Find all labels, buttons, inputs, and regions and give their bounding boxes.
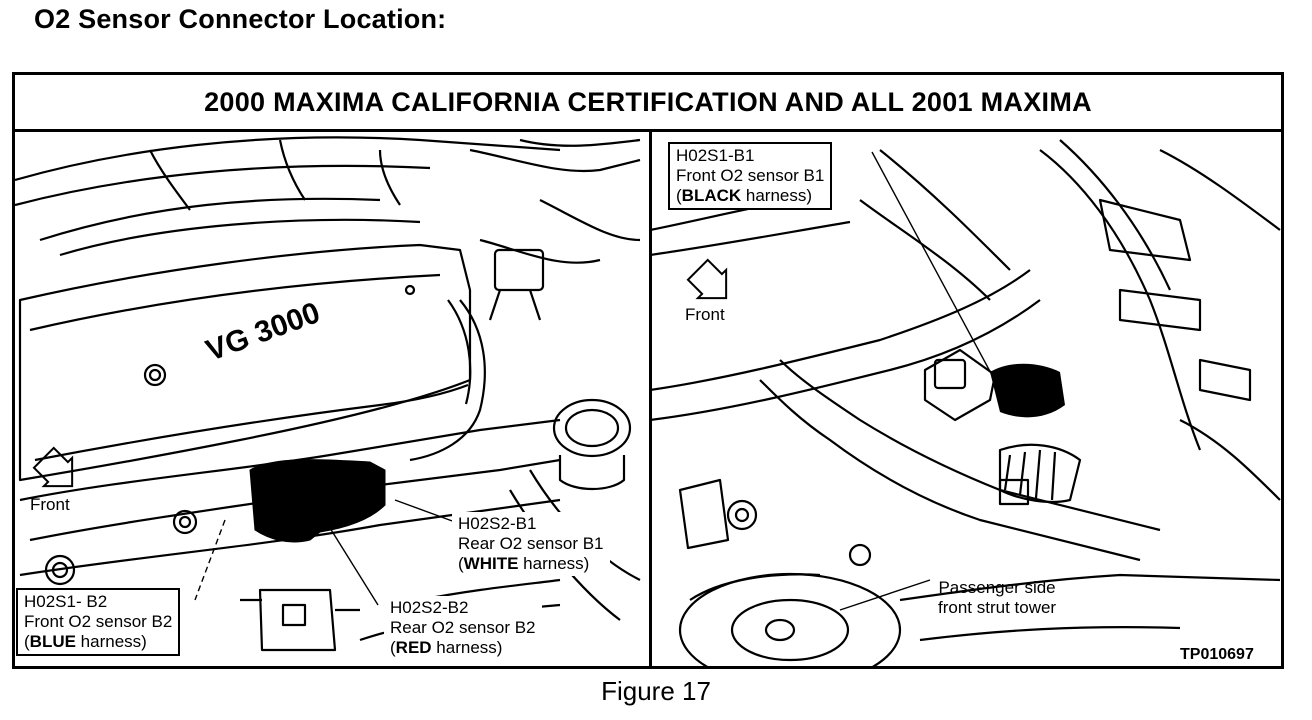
harness-suffix: harness) bbox=[431, 638, 503, 657]
reference-code: TP010697 bbox=[1180, 646, 1254, 663]
right-harness-connector bbox=[990, 363, 1065, 418]
harness-suffix: harness) bbox=[75, 632, 147, 651]
callout-h02s1-b1: H02S1-B1 Front O2 sensor B1 (BLACK harne… bbox=[668, 142, 833, 210]
figure-caption: Figure 17 bbox=[601, 676, 711, 706]
right-front-label: Front bbox=[685, 305, 725, 324]
callout-code: H02S2-B2 bbox=[390, 598, 469, 617]
left-front-arrow-icon bbox=[32, 446, 74, 488]
callout-harness: (RED harness) bbox=[390, 638, 503, 657]
callout-h02s2-b2: H02S2-B2 Rear O2 sensor B2 (RED harness) bbox=[384, 596, 542, 660]
callout-code: H02S2-B1 bbox=[458, 514, 537, 533]
banner-title: 2000 MAXIMA CALIFORNIA CERTIFICATION AND… bbox=[15, 75, 1281, 132]
callout-desc: Rear O2 sensor B2 bbox=[390, 618, 536, 637]
callout-desc: Front O2 sensor B1 bbox=[676, 166, 825, 185]
panel-divider bbox=[649, 132, 652, 669]
left-front-label: Front bbox=[30, 495, 70, 514]
callout-desc: Rear O2 sensor B1 bbox=[458, 534, 604, 553]
callout-strut-tower: Passenger side front strut tower bbox=[932, 576, 1062, 620]
harness-color: WHITE bbox=[463, 554, 519, 573]
callout-code: H02S1- B2 bbox=[24, 592, 108, 611]
harness-color: RED bbox=[395, 638, 432, 657]
page-title: O2 Sensor Connector Location: bbox=[34, 4, 447, 34]
strut-line-2: front strut tower bbox=[938, 598, 1057, 617]
left-harness-connectors bbox=[249, 459, 386, 543]
right-engine-art bbox=[650, 139, 1281, 666]
diagram-frame: 2000 MAXIMA CALIFORNIA CERTIFICATION AND… bbox=[12, 72, 1284, 669]
callout-harness: (BLACK harness) bbox=[676, 186, 813, 205]
callout-harness: (BLUE harness) bbox=[24, 632, 147, 651]
right-front-arrow-icon bbox=[686, 258, 728, 300]
callout-h02s1-b2: H02S1- B2 Front O2 sensor B2 (BLUE harne… bbox=[16, 588, 181, 656]
callout-code: H02S1-B1 bbox=[676, 146, 755, 165]
callout-desc: Front O2 sensor B2 bbox=[24, 612, 173, 631]
strut-line-1: Passenger side bbox=[938, 578, 1056, 597]
harness-suffix: harness) bbox=[518, 554, 590, 573]
harness-color: BLACK bbox=[681, 186, 742, 205]
callout-h02s2-b1: H02S2-B1 Rear O2 sensor B1 (WHITE harnes… bbox=[452, 512, 610, 576]
harness-color: BLUE bbox=[29, 632, 76, 651]
harness-suffix: harness) bbox=[741, 186, 813, 205]
callout-harness: (WHITE harness) bbox=[458, 554, 590, 573]
